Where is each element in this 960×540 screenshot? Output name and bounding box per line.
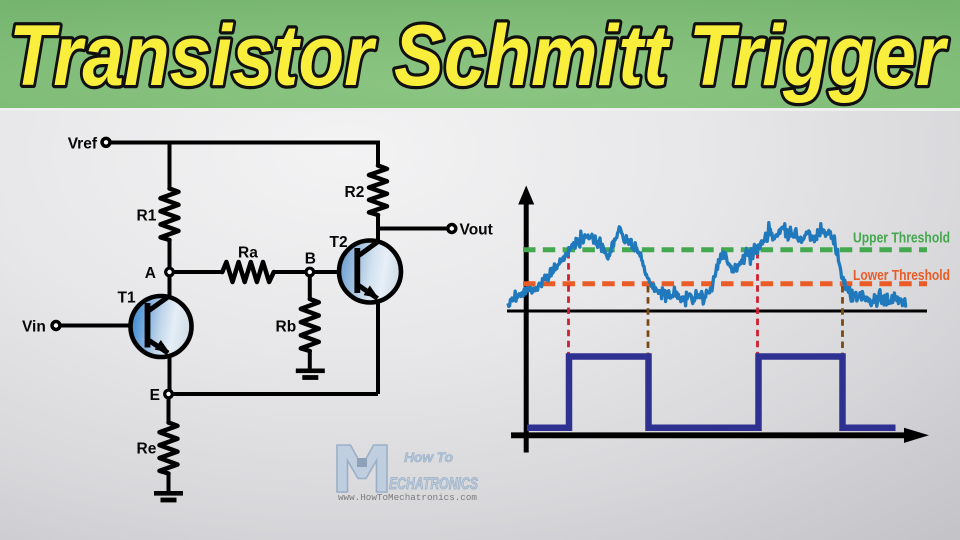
- svg-text:Upper Threshold: Upper Threshold: [853, 231, 950, 247]
- svg-text:ECHATRONICS: ECHATRONICS: [389, 474, 478, 493]
- svg-text:E: E: [150, 387, 160, 404]
- svg-text:How To: How To: [404, 449, 453, 465]
- svg-text:Transistor Schmitt Trigger: Transistor Schmitt Trigger: [9, 8, 949, 104]
- svg-text:Re: Re: [137, 441, 157, 458]
- svg-text:Lower Threshold: Lower Threshold: [853, 268, 950, 284]
- svg-text:Ra: Ra: [238, 245, 258, 262]
- svg-text:R1: R1: [137, 208, 157, 225]
- svg-text:T2: T2: [330, 234, 348, 251]
- svg-text:Rb: Rb: [276, 319, 297, 336]
- svg-text:Vin: Vin: [22, 319, 46, 336]
- svg-text:B: B: [305, 251, 316, 268]
- svg-text:www.HowToMechatronics.com: www.HowToMechatronics.com: [338, 493, 477, 503]
- svg-text:T1: T1: [118, 290, 136, 307]
- svg-text:Vout: Vout: [460, 222, 493, 239]
- svg-text:A: A: [145, 265, 156, 282]
- svg-text:R2: R2: [345, 184, 365, 201]
- svg-text:Vref: Vref: [68, 136, 98, 153]
